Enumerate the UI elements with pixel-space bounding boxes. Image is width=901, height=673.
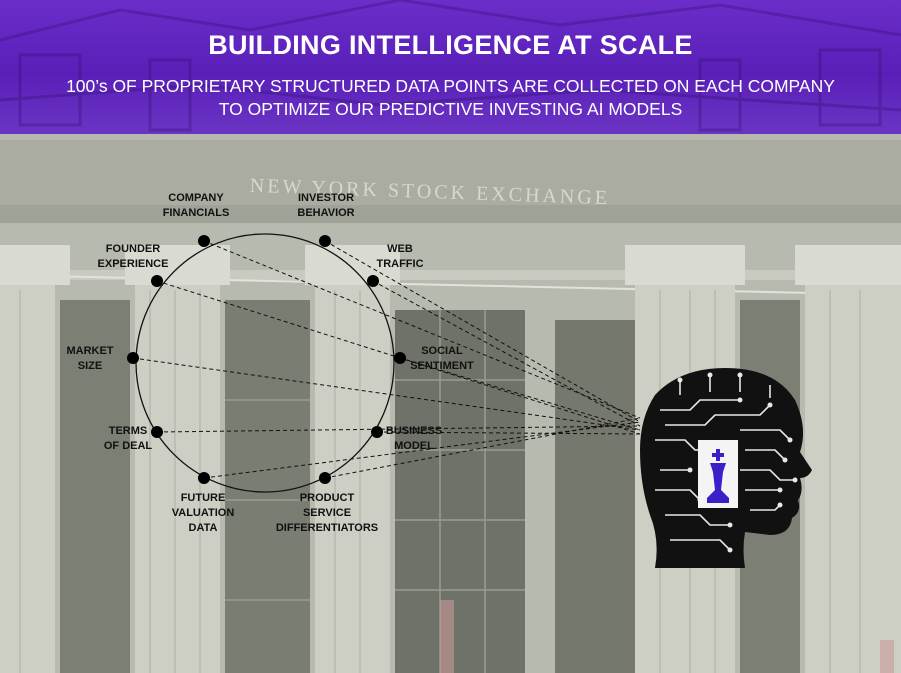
data-node xyxy=(394,352,406,364)
data-node xyxy=(371,426,383,438)
data-point-label: TERMS OF DEAL xyxy=(104,424,152,454)
subtitle-line-1: 100’s OF PROPRIETARY STRUCTURED DATA POI… xyxy=(66,76,835,96)
data-point-label: FUTURE VALUATION DATA xyxy=(172,491,235,536)
circuit-head-icon xyxy=(640,368,812,568)
data-point-label-line: SIZE xyxy=(77,360,103,372)
connector-line xyxy=(376,431,641,435)
data-point-label-line: OF DEAL xyxy=(103,440,153,452)
page-subtitle: 100’s OF PROPRIETARY STRUCTURED DATA POI… xyxy=(0,75,901,121)
page-title: BUILDING INTELLIGENCE AT SCALE xyxy=(208,30,693,60)
connector-line xyxy=(324,240,641,423)
subtitle-line-2: TO OPTIMIZE OUR PREDICTIVE INVESTING AI … xyxy=(218,99,683,119)
connector-line xyxy=(203,240,641,419)
data-point-label-line: FINANCIALS xyxy=(162,207,230,219)
data-point-label-line: SENTIMENT xyxy=(410,360,474,372)
data-point-label-line: MODEL xyxy=(394,440,434,452)
header-banner: BUILDING INTELLIGENCE AT SCALE 100’s OF … xyxy=(0,0,901,134)
data-node xyxy=(127,352,139,364)
data-nodes xyxy=(127,235,406,484)
connector-line xyxy=(324,417,641,479)
data-point-label-line: TERMS xyxy=(108,425,148,437)
data-point-label: COMPANY FINANCIALS xyxy=(163,191,230,221)
connector-line xyxy=(203,421,641,479)
data-point-label-line: COMPANY xyxy=(168,192,224,204)
data-node xyxy=(198,472,210,484)
header-texture xyxy=(0,0,901,132)
data-point-label-line: BUSINESS xyxy=(385,425,443,437)
data-node xyxy=(198,235,210,247)
data-point-label-line: DATA xyxy=(188,522,218,534)
data-point-label: WEB TRAFFIC xyxy=(376,242,423,272)
data-point-label: FOUNDER EXPERIENCE xyxy=(98,242,169,272)
data-node xyxy=(367,275,379,287)
data-point-label-line: VALUATION xyxy=(171,507,235,519)
data-point-label-line: FOUNDER xyxy=(105,243,161,255)
data-point-label: SOCIAL SENTIMENT xyxy=(410,344,474,374)
connector-line xyxy=(372,280,641,427)
data-node xyxy=(151,275,163,287)
data-point-label: INVESTOR BEHAVIOR xyxy=(297,191,354,221)
data-point-label: MARKET SIZE xyxy=(66,344,113,374)
data-point-label-line: INVESTOR xyxy=(297,192,355,204)
data-point-label-line: SOCIAL xyxy=(421,345,463,357)
data-node xyxy=(319,472,331,484)
data-point-label: BUSINESS MODEL xyxy=(386,424,442,454)
data-point-label: PRODUCT SERVICE DIFFERENTIATORS xyxy=(276,491,378,536)
data-point-label-line: EXPERIENCE xyxy=(97,258,169,270)
data-point-label-line: PRODUCT xyxy=(299,492,355,504)
data-node xyxy=(319,235,331,247)
data-ring xyxy=(135,233,395,493)
data-point-label-line: TRAFFIC xyxy=(376,258,424,270)
data-point-label-line: BEHAVIOR xyxy=(297,207,355,219)
chess-king-icon xyxy=(707,449,729,503)
data-point-label-line: FUTURE xyxy=(180,492,226,504)
connector-line xyxy=(132,357,641,431)
data-point-label-line: SERVICE xyxy=(302,507,352,519)
data-point-label-line: WEB xyxy=(387,243,413,255)
data-point-label-line: DIFFERENTIATORS xyxy=(275,522,379,534)
connector-line xyxy=(156,425,641,433)
data-node xyxy=(151,426,163,438)
data-point-label-line: MARKET xyxy=(66,345,114,357)
